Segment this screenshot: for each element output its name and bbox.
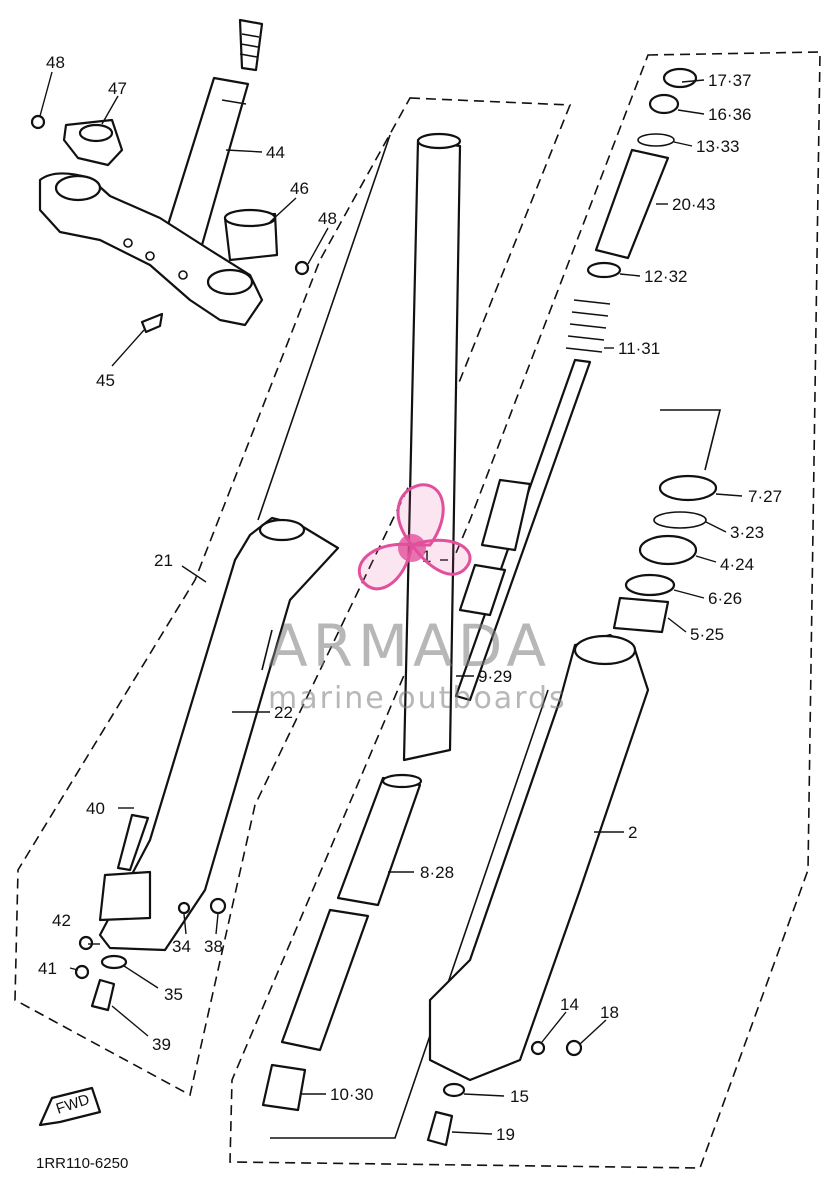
slide-bushing-10	[261, 908, 370, 1112]
o-ring	[637, 133, 675, 147]
bolt-19	[426, 1110, 454, 1147]
callout-35: 35	[164, 985, 183, 1004]
bolt-45	[140, 312, 164, 334]
callout-15: 15	[510, 1087, 529, 1106]
steering-stem	[160, 18, 264, 254]
callout-40: 40	[86, 799, 105, 818]
screw-18	[565, 1039, 583, 1057]
inner-tube-bottom-bracket	[270, 689, 549, 1139]
right-fork-assembly-boundary	[229, 51, 821, 1169]
dust-seal	[658, 474, 718, 502]
bolt-48-right	[294, 260, 310, 276]
callout-48-left: 48	[46, 53, 65, 72]
under-bracket	[38, 172, 264, 327]
callout-46: 46	[290, 179, 309, 198]
callout-13-33: 13·33	[696, 137, 739, 156]
callout-5-25: 5·25	[690, 625, 724, 644]
clamp-46	[223, 208, 279, 262]
inner-tube-group-bracket	[257, 134, 391, 521]
left-outer-tube	[98, 516, 340, 952]
callout-47: 47	[108, 79, 127, 98]
bolt-48-left	[30, 114, 46, 130]
washer-15	[442, 1082, 466, 1098]
retaining-clip	[653, 511, 707, 529]
outer-tube-group-bracket	[660, 409, 722, 471]
washer-35	[100, 954, 128, 970]
bolt-39	[90, 978, 116, 1012]
callout-20-43: 20·43	[672, 195, 715, 214]
callout-7-27: 7·27	[748, 487, 782, 506]
oil-seal	[638, 534, 698, 566]
watermark-brand: ARMADA	[268, 612, 551, 680]
callout-10-30: 10·30	[330, 1085, 373, 1104]
nut-42	[78, 935, 94, 951]
callout-16-36: 16·36	[708, 105, 751, 124]
slide-metal-5	[612, 596, 670, 634]
left-fork-assembly-boundary	[14, 97, 572, 1097]
callout-34: 34	[172, 937, 191, 956]
callout-48-right: 48	[318, 209, 337, 228]
forward-arrow-icon: FWD	[38, 1086, 102, 1127]
bolt-38	[209, 897, 227, 915]
slide-bushing-8	[336, 773, 423, 907]
callout-6-26: 6·26	[708, 589, 742, 608]
fork-spring	[565, 299, 611, 353]
callout-39: 39	[152, 1035, 171, 1054]
callout-22: 22	[274, 703, 293, 722]
armada-watermark: ARMADA marine outboards	[268, 483, 567, 716]
washer-6	[624, 573, 676, 597]
callout-18: 18	[600, 1003, 619, 1022]
bolt-40	[116, 813, 150, 872]
leader-lines	[39, 71, 743, 1135]
callout-14: 14	[560, 995, 579, 1014]
callout-38: 38	[204, 937, 223, 956]
callout-1: 1	[422, 547, 431, 566]
callout-3-23: 3·23	[730, 523, 764, 542]
callout-12-32: 12·32	[644, 267, 687, 286]
callout-17-37: 17·37	[708, 71, 751, 90]
watermark-tagline: marine outboards	[268, 681, 567, 716]
callout-2: 2	[628, 823, 637, 842]
callout-labels: 48 47 44 46 48 45 21 22 1 40 42 34 38 41…	[38, 53, 782, 1144]
right-outer-tube	[428, 633, 650, 1082]
callout-41: 41	[38, 959, 57, 978]
callout-19: 19	[496, 1125, 515, 1144]
nut-41	[74, 964, 90, 980]
spring-seat	[586, 261, 622, 279]
callout-8-28: 8·28	[420, 863, 454, 882]
washer-14	[530, 1040, 546, 1056]
upper-cap-47	[62, 118, 124, 167]
callout-21: 21	[154, 551, 173, 570]
spacer-tube	[594, 148, 670, 260]
propeller-logo-icon	[358, 483, 472, 591]
washer-34	[177, 901, 191, 915]
callout-11-31: 11·31	[618, 339, 660, 358]
cap-bolt	[662, 67, 698, 89]
callout-45: 45	[96, 371, 115, 390]
plug	[648, 93, 680, 115]
oil-lock-piece	[458, 563, 507, 617]
callout-42: 42	[52, 911, 71, 930]
callout-4-24: 4·24	[720, 555, 754, 574]
callout-44: 44	[266, 143, 285, 162]
diagram-code: 1RR110-6250	[36, 1155, 128, 1172]
callout-9-29: 9·29	[478, 667, 512, 686]
